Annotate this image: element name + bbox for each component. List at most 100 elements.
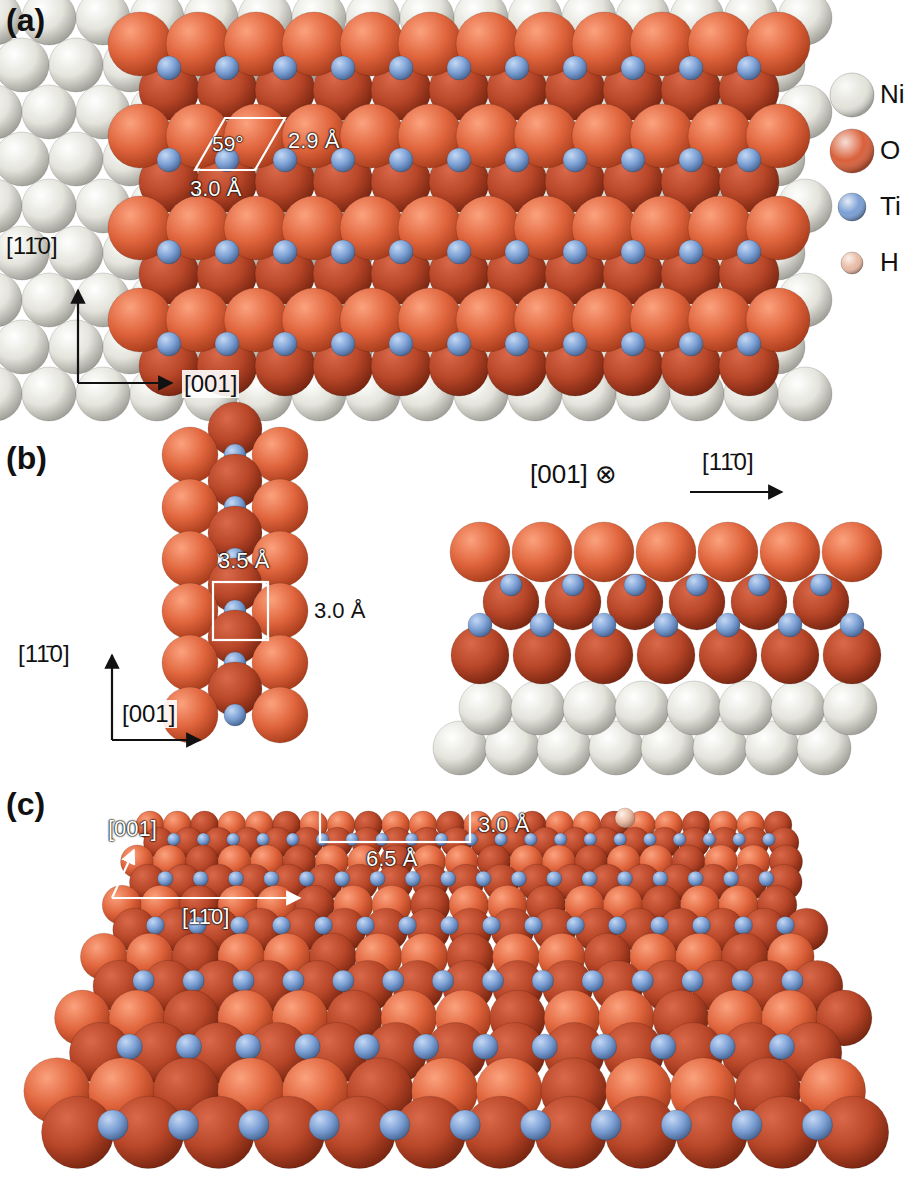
ni-atom [0,132,49,186]
axis-or-dimension-label: 6.5 Å [366,846,417,871]
legend-swatch [830,73,874,117]
panel-letter: (c) [6,786,45,823]
oxygen-atom [574,522,634,582]
titanium-atom [582,970,603,991]
titanium-atom [776,916,794,934]
axis-or-dimension-label: 3.0 Å [478,812,529,837]
titanium-atom [810,574,832,596]
oxygen-atom [698,522,758,582]
titanium-atom [235,1034,261,1060]
titanium-atom [354,1034,380,1060]
titanium-atom [802,1110,832,1140]
hydrogen-atom [615,808,635,828]
titanium-atom [563,148,587,172]
titanium-atom [737,332,761,356]
titanium-atom [224,704,246,726]
titanium-atom [547,871,562,886]
titanium-atom [273,56,297,80]
titanium-atom [197,833,210,846]
swatch-shading [841,252,863,274]
legend-swatch [838,193,866,221]
ni-atom [49,132,103,186]
titanium-atom [332,970,353,991]
titanium-atom [447,56,471,80]
panel-letter: (a) [6,2,45,39]
titanium-atom [230,916,248,934]
titanium-atom [782,970,803,991]
titanium-atom [331,332,355,356]
titanium-atom [614,833,627,846]
oxygen-atom [512,522,572,582]
ni-atom [563,681,617,735]
titanium-atom [748,574,770,596]
titanium-atom [732,970,753,991]
ni-atom [0,273,22,327]
titanium-atom [398,916,416,934]
titanium-atom [331,240,355,264]
axis-or-dimension-label: 3.5 Å [218,548,269,573]
titanium-atom [193,871,208,886]
ni-atom [771,681,825,735]
titanium-atom [621,240,645,264]
ni-atom [49,38,103,92]
titanium-atom [376,833,389,846]
ni-atom [49,320,103,374]
titanium-atom [643,833,656,846]
ni-atom [22,367,76,421]
titanium-atom [227,833,240,846]
ni-atom [511,681,565,735]
titanium-atom [183,970,204,991]
titanium-atom [157,148,181,172]
ni-atom [22,273,76,327]
ni-atom [719,681,773,735]
titanium-atom [272,916,290,934]
titanium-atom [157,332,181,356]
titanium-atom [591,1110,621,1140]
titanium-atom [117,1034,143,1060]
titanium-atom [710,1034,736,1060]
titanium-atom [532,1034,558,1060]
axis-or-dimension-label: [001] [182,370,239,398]
titanium-atom [440,916,458,934]
titanium-atom [500,574,522,596]
titanium-atom [769,1034,795,1060]
titanium-atom [299,871,314,886]
titanium-atom [215,56,239,80]
axis-or-dimension-label: 59° [212,132,244,156]
titanium-atom [530,613,554,637]
titanium-atom [314,916,332,934]
titanium-atom [734,916,752,934]
titanium-atom [465,833,478,846]
ni-atom [0,179,22,233]
panel-a-model [0,0,832,421]
titanium-atom [389,56,413,80]
ni-atom [0,320,49,374]
axis-or-dimension-label: [11̄0] [6,232,58,260]
axis-or-dimension-label: 2.9 Å [288,128,339,153]
legend-label: O [880,136,900,166]
axis-arrow [111,655,113,740]
titanium-atom [692,916,710,934]
titanium-atom [554,833,567,846]
titanium-atom [316,833,329,846]
titanium-atom [621,332,645,356]
titanium-atom [405,871,420,886]
titanium-atom [624,574,646,596]
titanium-atom [563,56,587,80]
titanium-atom [679,56,703,80]
titanium-atom [476,871,491,886]
axis-or-dimension-label: 3.0 Å [190,176,241,201]
axis-arrow [78,382,172,384]
titanium-atom [176,1034,202,1060]
legend-label: Ti [880,192,901,222]
legend [830,73,874,274]
ni-atom [459,681,513,735]
titanium-atom [562,574,584,596]
titanium-atom [309,1110,339,1140]
titanium-atom [511,871,526,886]
titanium-atom [295,1034,321,1060]
axis-arrow [690,491,782,493]
titanium-atom [653,871,668,886]
